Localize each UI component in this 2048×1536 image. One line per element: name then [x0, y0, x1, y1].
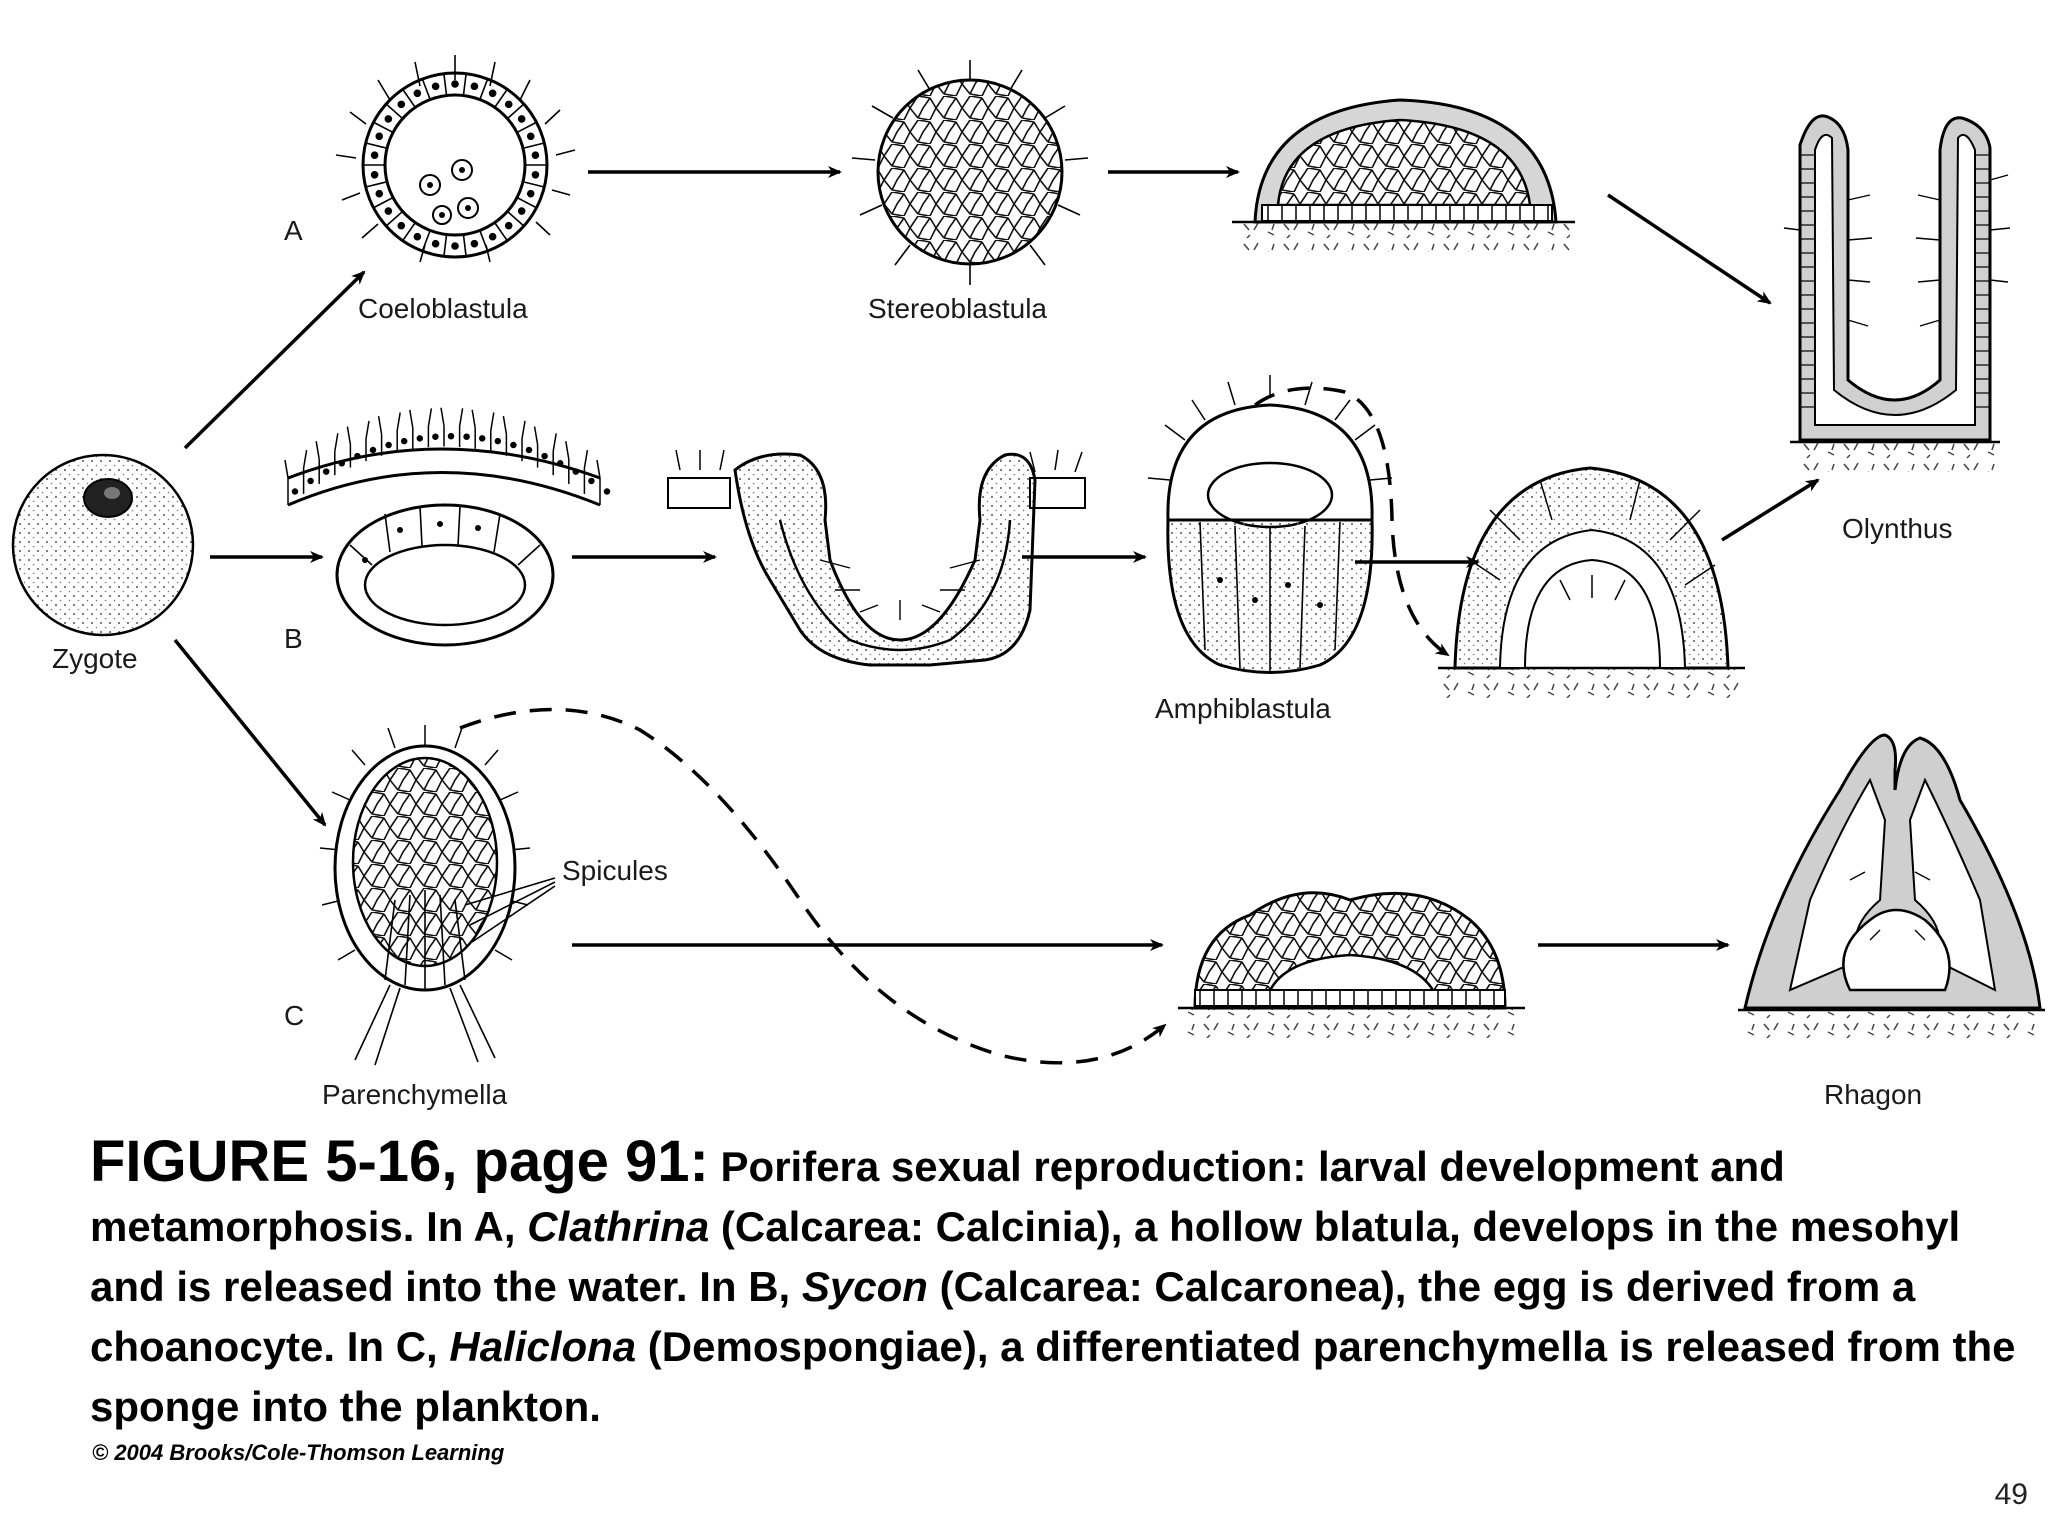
olynthus-drawing	[1783, 114, 2011, 472]
caption-genus-b: Sycon	[801, 1263, 928, 1310]
figure-caption: FIGURE 5-16, page 91: Porifera sexual re…	[90, 1132, 2020, 1437]
spicules-label: Spicules	[562, 855, 668, 886]
caption-text-1: Porifera sexual reproduction: larval dev…	[90, 1143, 1785, 1250]
caption-text-3: (Calcarea: Calcaronea), the egg is deriv…	[90, 1263, 1916, 1370]
caption-genus-a: Clathrina	[527, 1203, 710, 1250]
arrow-zygote-to-coeloblastula	[183, 270, 366, 450]
stereoblastula-drawing	[851, 60, 1089, 285]
amphiblastula-drawing	[1147, 375, 1393, 674]
caption-text-2: (Calcarea: Calcinia), a hollow blatula, …	[90, 1203, 1961, 1310]
parenchymella-label: Parenchymella	[322, 1079, 508, 1110]
page-number: 49	[1994, 1478, 2028, 1511]
settled-arch-larva-b	[1438, 466, 1745, 698]
amphiblastula-label: Amphiblastula	[1155, 693, 1331, 724]
row-c-letter: C	[284, 1000, 304, 1031]
settled-flattened-larva-c	[1178, 891, 1525, 1038]
coeloblastula-drawing	[335, 55, 576, 263]
coeloblastula-label: Coeloblastula	[358, 293, 528, 324]
dashed-arrow-parenchymella-to-settled	[459, 707, 1167, 1065]
dashed-arrow-amphiblastula-to-arch	[1253, 386, 1450, 657]
arrow-settled-to-olynthus	[1607, 193, 1772, 305]
settled-flattened-larva-a	[1232, 98, 1575, 252]
copyright-notice: © 2004 Brooks/Cole-Thomson Learning	[92, 1440, 505, 1465]
figure-number: FIGURE 5-16, page 91:	[90, 1129, 709, 1194]
rhagon-label: Rhagon	[1824, 1079, 1922, 1110]
stereoblastula-label: Stereoblastula	[868, 293, 1047, 324]
larval-development-diagram: Zygote A B C Coeloblastula	[11, 55, 2045, 1110]
olynthus-label: Olynthus	[1842, 513, 1953, 544]
caption-text-4: (Demospongiae), a differentiated parench…	[90, 1323, 2016, 1430]
arrow-zygote-to-parenchymella	[173, 638, 327, 827]
parenchymella-drawing	[319, 725, 556, 1066]
sycon-embryo-stage2	[667, 449, 1086, 667]
zygote-label: Zygote	[52, 643, 138, 674]
row-b-letter: B	[284, 623, 303, 654]
arrow-arch-to-olynthus	[1721, 478, 1820, 542]
rhagon-drawing	[1738, 733, 2045, 1040]
sycon-embryo-stage1	[284, 407, 611, 647]
zygote-cell	[11, 453, 195, 637]
row-a-letter: A	[284, 215, 303, 246]
caption-genus-c: Haliclona	[449, 1323, 637, 1370]
